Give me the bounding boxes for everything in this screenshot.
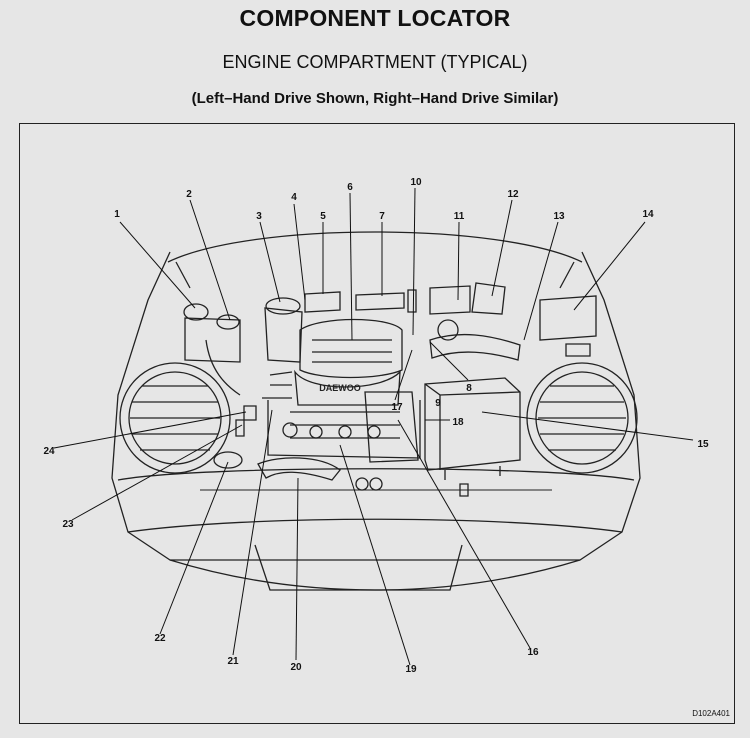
callout-6: 6 (347, 182, 353, 193)
callout-8: 8 (466, 383, 472, 394)
vehicle-outline (111, 231, 641, 591)
callout-9: 9 (435, 398, 441, 409)
callout-7: 7 (379, 211, 385, 222)
intake-hose (429, 333, 521, 361)
callout-1: 1 (114, 209, 120, 220)
headlamp-right (526, 362, 638, 474)
hood-edge (167, 231, 583, 263)
callout-22: 22 (154, 633, 166, 644)
battery-box (364, 391, 419, 463)
drive-caption: (Left–Hand Drive Shown, Right–Hand Drive… (191, 90, 559, 107)
figure-code: D102A401 (692, 709, 730, 718)
callout-14: 14 (642, 209, 654, 220)
page-title: COMPONENT LOCATOR (239, 5, 511, 31)
plate-recess (254, 544, 463, 591)
callout-12: 12 (507, 189, 519, 200)
body-outline (111, 251, 641, 561)
headlamp-left (119, 362, 231, 474)
callout-16: 16 (527, 647, 539, 658)
callout-23: 23 (62, 519, 74, 530)
callout-24: 24 (43, 446, 55, 457)
callout-numbers: 1 2 3 4 5 6 7 8 9 10 11 12 13 14 15 16 1… (43, 177, 709, 675)
leader-lines (53, 187, 694, 666)
engine-cover (299, 318, 403, 379)
reservoir-left (184, 317, 241, 363)
callout-2: 2 (186, 189, 192, 200)
callout-4: 4 (291, 192, 297, 203)
callout-5: 5 (320, 211, 326, 222)
diagram-frame (19, 123, 735, 724)
callout-10: 10 (410, 177, 422, 188)
callout-21: 21 (227, 656, 239, 667)
callout-17: 17 (391, 402, 403, 413)
callout-19: 19 (405, 664, 417, 675)
component-12 (471, 282, 506, 315)
page-subtitle: ENGINE COMPARTMENT (TYPICAL) (222, 52, 528, 72)
brand-plate-text: DAEWOO (319, 383, 361, 393)
radiator-cap-area (257, 457, 341, 481)
bumper (169, 559, 581, 591)
callout-13: 13 (553, 211, 565, 222)
callout-11: 11 (454, 211, 465, 222)
callout-20: 20 (290, 662, 302, 673)
air-cleaner (424, 377, 521, 471)
callout-15: 15 (697, 439, 709, 450)
callout-18: 18 (452, 417, 464, 428)
coolant-tank (264, 307, 303, 363)
callout-3: 3 (256, 211, 262, 222)
component-5 (304, 291, 341, 313)
fuse-box (539, 295, 597, 341)
component-7 (355, 292, 405, 311)
